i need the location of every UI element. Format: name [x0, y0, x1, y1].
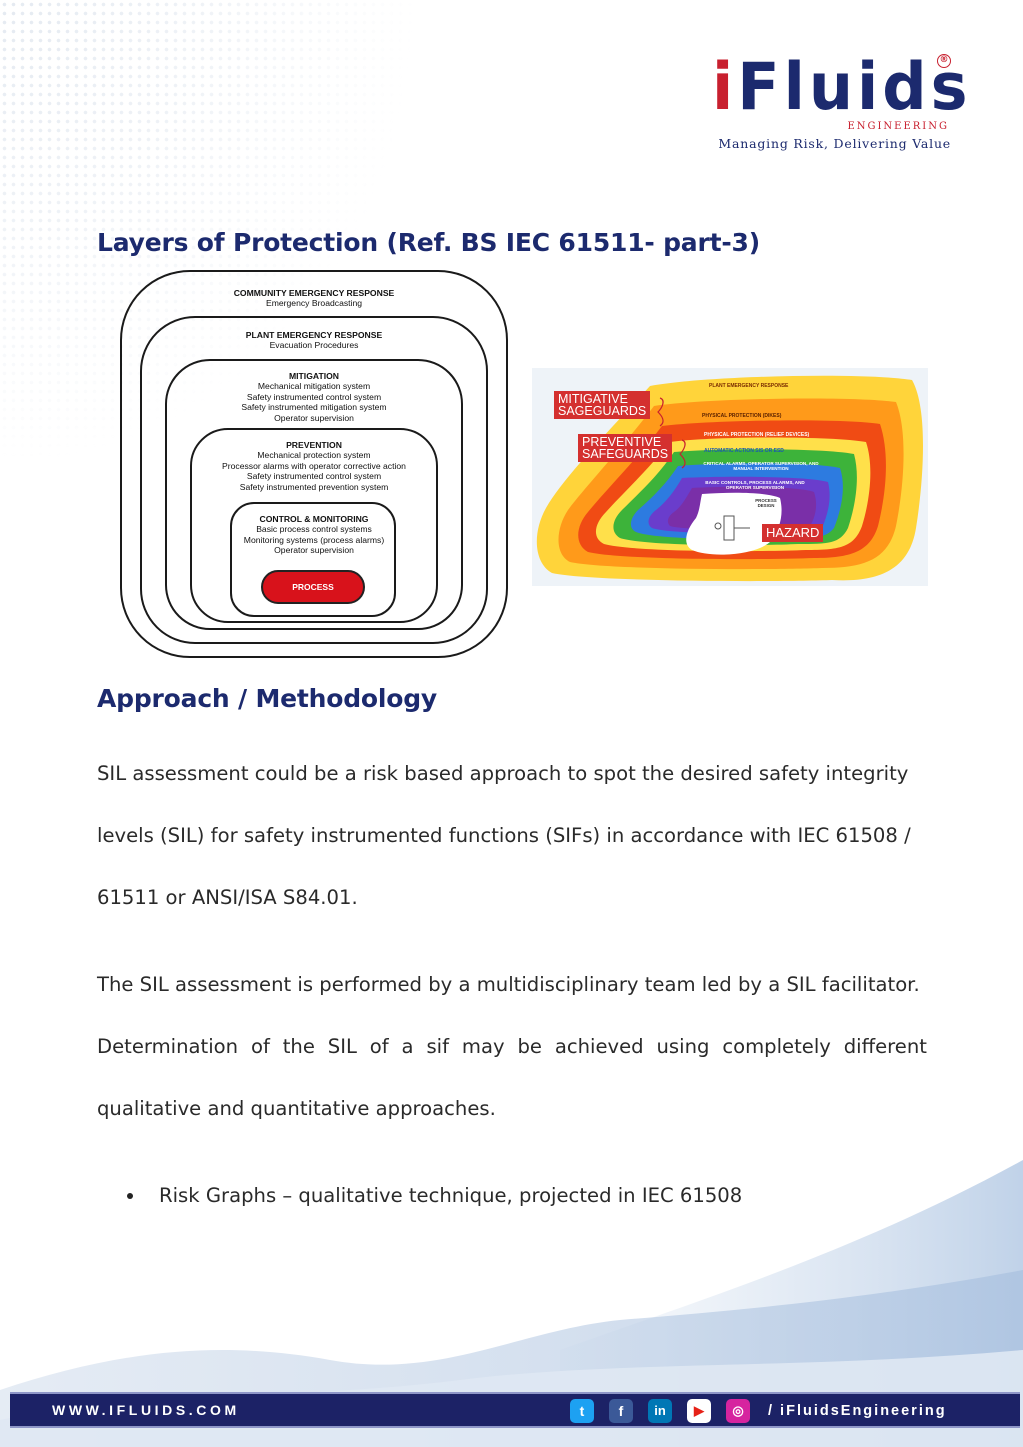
hazard-tag: HAZARD	[762, 524, 824, 542]
justified-word: be	[517, 1035, 542, 1058]
twitter-icon[interactable]: t	[570, 1399, 594, 1423]
layers-of-protection-diagram: COMMUNITY EMERGENCY RESPONSE Emergency B…	[120, 270, 508, 660]
onion-label-basic: BASIC CONTROLS, PROCESS ALARMS, AND OPER…	[705, 480, 805, 490]
layer-label-prevention: PREVENTION Mechanical protection system …	[222, 440, 406, 492]
layer-label-community: COMMUNITY EMERGENCY RESPONSE Emergency B…	[233, 288, 395, 309]
youtube-icon[interactable]: ▶	[687, 1399, 711, 1423]
justified-word: achieved	[554, 1035, 644, 1058]
justified-word: may	[461, 1035, 505, 1058]
methodology-heading: Approach / Methodology	[97, 684, 438, 713]
logo-wordmark: iFluids	[712, 48, 972, 125]
para2-line3: qualitative and quantitative approaches.	[97, 1097, 496, 1120]
logo-tagline: Managing Risk, Delivering Value	[718, 136, 951, 151]
justified-word: Determination	[97, 1035, 239, 1058]
justified-word: a	[401, 1035, 414, 1058]
justified-word: using	[656, 1035, 710, 1058]
justified-word: SIL	[327, 1035, 357, 1058]
bullet-marker	[127, 1193, 133, 1199]
process-core: PROCESS	[261, 570, 365, 604]
layer-box-control	[230, 502, 396, 617]
layers-heading: Layers of Protection (Ref. BS IEC 61511-…	[97, 228, 760, 257]
logo-subtitle: ENGINEERING	[847, 121, 949, 132]
para2-line1: The SIL assessment is performed by a mul…	[97, 973, 920, 996]
layer-box-prevention	[190, 428, 438, 623]
justified-word: of	[250, 1035, 270, 1058]
layer-label-plant: PLANT EMERGENCY RESPONSE Evacuation Proc…	[245, 330, 383, 351]
footer-bar: WWW.IFLUIDS.COM t f in ▶ ◎ / iFluidsEngi…	[10, 1392, 1020, 1428]
registered-mark: ®	[937, 54, 951, 68]
layer-label-mitigation: MITIGATION Mechanical mitigation system …	[241, 371, 387, 423]
justified-word: of	[369, 1035, 389, 1058]
onion-label-plant: PLANT EMERGENCY RESPONSE	[709, 383, 789, 389]
onion-label-critical: CRITICAL ALARMS, OPERATOR SUPERVISION, A…	[703, 461, 819, 471]
onion-label-sis: AUTOMATIC ACTION SIS OR ESD	[704, 448, 784, 454]
para1-line1: SIL assessment could be a risk based app…	[97, 762, 909, 785]
facebook-icon[interactable]: f	[609, 1399, 633, 1423]
dot-pattern-decoration	[0, 0, 420, 470]
onion-label-relief: PHYSICAL PROTECTION (RELIEF DEVICES)	[704, 432, 810, 438]
company-logo: iFluids ® ENGINEERING Managing Risk, Del…	[712, 52, 968, 154]
layer-box-mitigation	[165, 359, 463, 630]
justified-word: different	[843, 1035, 927, 1058]
website-link[interactable]: WWW.IFLUIDS.COM	[52, 1402, 240, 1418]
para1-line3: 61511 or ANSI/ISA S84.01.	[97, 886, 358, 909]
onion-layers-diagram: PLANT EMERGENCY RESPONSE PHYSICAL PROTEC…	[532, 368, 928, 586]
para1-line2: levels (SIL) for safety instrumented fun…	[97, 824, 911, 847]
layer-box-plant	[140, 316, 488, 644]
justified-word: sif	[426, 1035, 449, 1058]
justified-word: completely	[722, 1035, 831, 1058]
onion-label-dikes: PHYSICAL PROTECTION (DIKES)	[702, 413, 782, 419]
social-handle[interactable]: / iFluidsEngineering	[768, 1403, 947, 1419]
linkedin-icon[interactable]: in	[648, 1399, 672, 1423]
justified-word: the	[282, 1035, 315, 1058]
instagram-icon[interactable]: ◎	[726, 1399, 750, 1423]
onion-label-design: PROCESS DESIGN	[755, 498, 777, 508]
layer-box-community	[120, 270, 508, 658]
bullet-item: Risk Graphs – qualitative technique, pro…	[159, 1184, 743, 1207]
layer-label-control: CONTROL & MONITORING Basic process contr…	[243, 514, 385, 556]
